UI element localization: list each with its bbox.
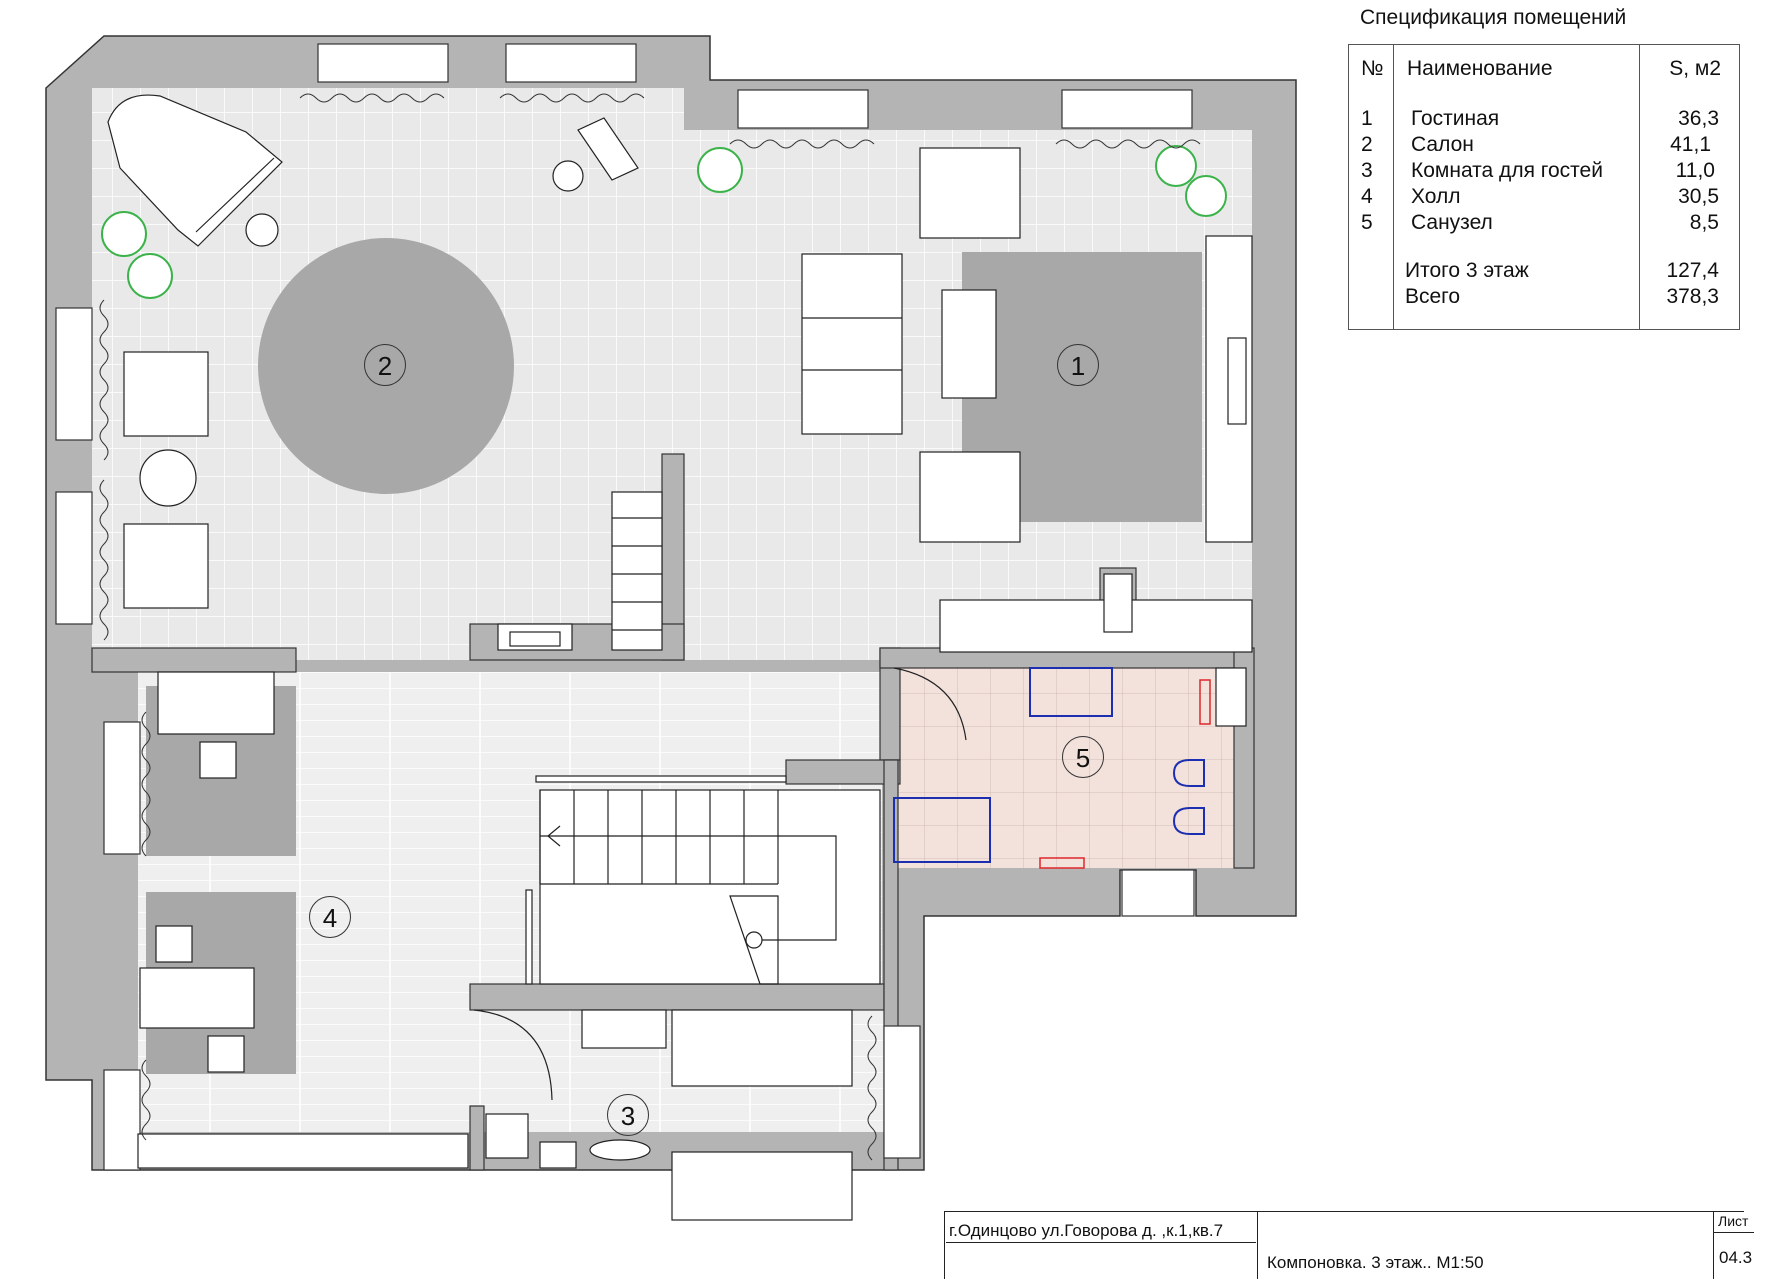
spec-total-value: 127,4 <box>1666 259 1719 282</box>
spec-total-label: Всего <box>1405 285 1461 308</box>
room-spec-table: № Наименование S, м2 1 Гостиная 36,3 2 С… <box>1348 44 1740 330</box>
spec-header-name: Наименование <box>1407 57 1553 80</box>
stamp-sheet-number: 04.3 <box>1719 1248 1753 1267</box>
spec-room-num: 3 <box>1361 159 1373 182</box>
spec-total-row: Итого 3 этаж 127,4 <box>1349 259 1739 285</box>
spec-room-num: 2 <box>1361 133 1373 156</box>
spec-room-name: Холл <box>1411 185 1461 208</box>
spec-row: 1 Гостиная 36,3 <box>1349 107 1739 133</box>
spec-room-name: Гостиная <box>1411 107 1500 130</box>
room-label-3: 3 <box>607 1094 649 1136</box>
spec-room-area: 8,5 <box>1689 211 1719 234</box>
spec-room-area: 30,5 <box>1678 185 1719 208</box>
spec-total-row: Всего 378,3 <box>1349 285 1739 311</box>
spec-room-num: 1 <box>1361 107 1373 130</box>
spec-header-num: № <box>1361 57 1384 80</box>
spec-room-area: 11,0 <box>1675 159 1715 182</box>
spec-title: Спецификация помещений <box>1360 6 1627 29</box>
staircase <box>525 775 881 985</box>
spec-room-area: 41,1 <box>1670 133 1711 156</box>
spec-header-area: S, м2 <box>1669 57 1721 80</box>
spec-row: 5 Санузел 8,5 <box>1349 211 1739 237</box>
bathroom-floor <box>894 668 1234 868</box>
plant-icon <box>101 145 1227 299</box>
bathtub <box>893 797 991 863</box>
spec-row: 2 Салон 41,1 <box>1349 133 1739 159</box>
title-block: г.Одинцово ул.Говорова д. ,к.1,кв.7 Комп… <box>944 1211 1754 1279</box>
spec-room-name: Салон <box>1411 133 1474 156</box>
bath-sink <box>1029 667 1113 717</box>
room-label-1: 1 <box>1057 344 1099 386</box>
spec-room-name: Комната для гостей <box>1411 159 1603 182</box>
spec-room-num: 4 <box>1361 185 1373 208</box>
stamp-address: г.Одинцово ул.Говорова д. ,к.1,кв.7 <box>949 1221 1224 1240</box>
spec-room-area: 36,3 <box>1678 107 1719 130</box>
spec-room-name: Санузел <box>1411 211 1493 234</box>
room-label-2: 2 <box>364 344 406 386</box>
spec-total-label: Итого 3 этаж <box>1405 259 1529 282</box>
stamp-title: Компоновка. 3 этаж.. М1:50 <box>1267 1253 1484 1272</box>
spec-total-value: 378,3 <box>1666 285 1719 308</box>
stamp-sheet-label: Лист <box>1718 1213 1749 1229</box>
spec-room-num: 5 <box>1361 211 1373 234</box>
room-label-4: 4 <box>309 896 351 938</box>
spec-row: 3 Комната для гостей 11,0 <box>1349 159 1739 185</box>
room-label-5: 5 <box>1062 736 1104 778</box>
spec-row: 4 Холл 30,5 <box>1349 185 1739 211</box>
